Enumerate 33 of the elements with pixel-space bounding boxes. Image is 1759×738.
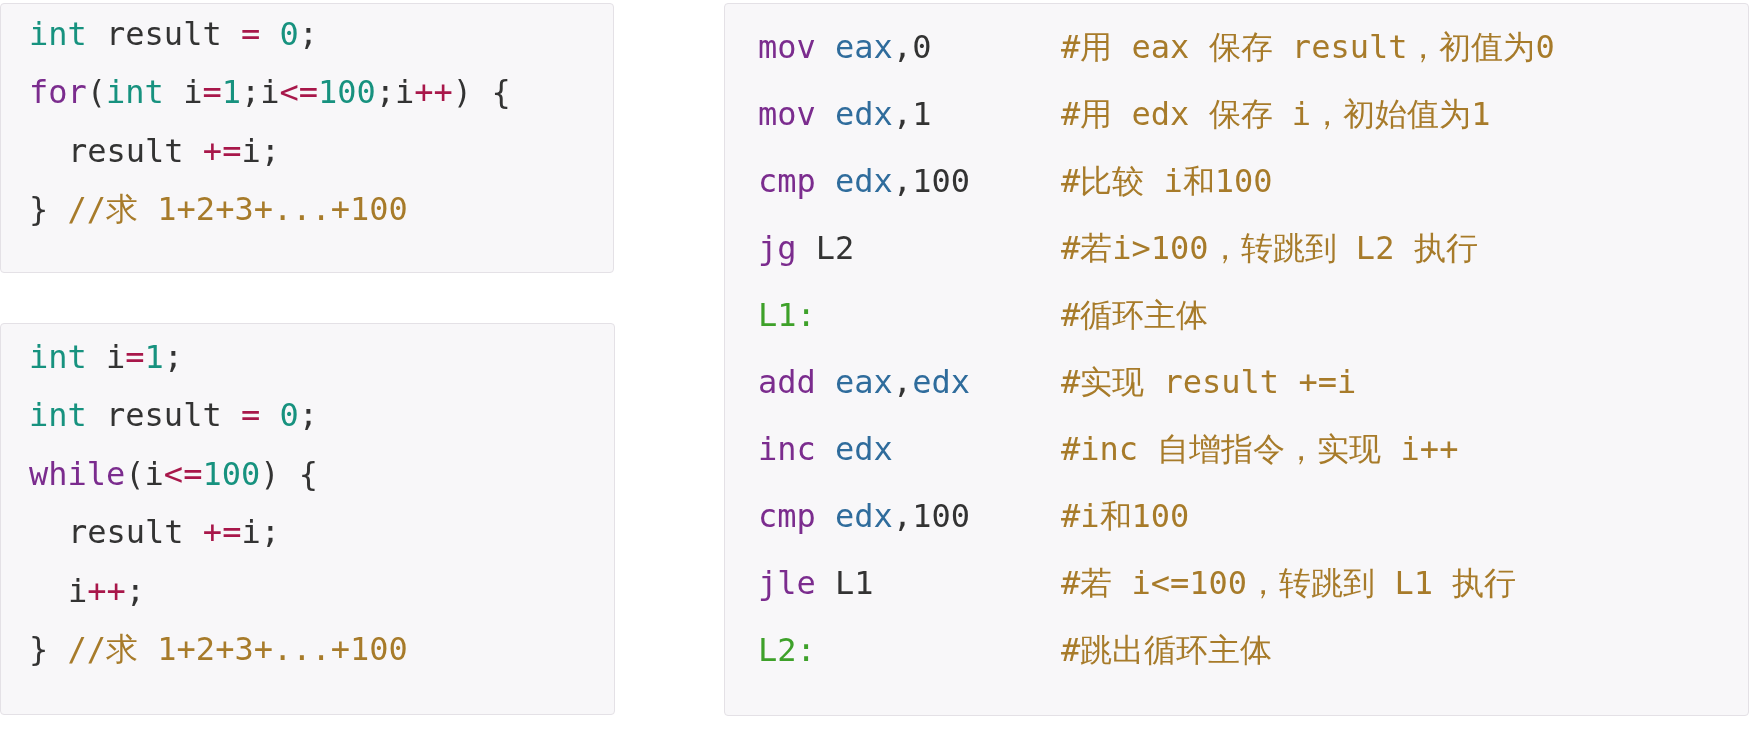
code-line: while(i<=100) { [29, 453, 318, 494]
code-comment: #跳出循环主体 [1061, 630, 1273, 670]
code-line: } //求 1+2+3+...+100 [29, 189, 408, 230]
code-line: jle L1 [758, 563, 874, 603]
code-line: inc edx [758, 429, 893, 469]
code-comment: #若 i<=100，转跳到 L1 执行 [1061, 563, 1517, 603]
code-line: cmp edx,100 [758, 161, 970, 201]
code-line: mov edx,1 [758, 94, 932, 134]
code-line: mov eax,0 [758, 27, 932, 67]
code-comment: #若i>100，转跳到 L2 执行 [1061, 228, 1478, 268]
code-panel [0, 3, 614, 273]
code-comment: #实现 result +=i [1061, 362, 1357, 402]
code-line: result +=i; [68, 512, 280, 553]
code-line: L2: [758, 630, 816, 670]
code-line: for(int i=1;i<=100;i++) { [29, 72, 511, 113]
code-comment: #用 edx 保存 i，初始值为1 [1061, 94, 1491, 134]
code-line: int i=1; [29, 337, 184, 377]
code-comment: #比较 i和100 [1061, 161, 1273, 201]
code-line: cmp edx,100 [758, 496, 970, 536]
code-comment: #循环主体 [1061, 295, 1209, 335]
code-line: } //求 1+2+3+...+100 [29, 629, 408, 669]
code-line: L1: [758, 295, 816, 335]
code-line: add eax,edx [758, 362, 970, 402]
code-line: jg L2 [758, 228, 855, 268]
code-line: result +=i; [68, 130, 280, 171]
code-comment: #用 eax 保存 result，初值为0 [1061, 27, 1555, 67]
code-panel [724, 3, 1749, 716]
code-comment: #i和100 [1061, 496, 1190, 536]
code-line: int result = 0; [29, 395, 318, 436]
code-line: i++; [68, 570, 146, 611]
code-comment: #inc 自增指令，实现 i++ [1061, 429, 1459, 469]
code-panel [0, 323, 615, 715]
code-line: int result = 0; [29, 14, 318, 54]
